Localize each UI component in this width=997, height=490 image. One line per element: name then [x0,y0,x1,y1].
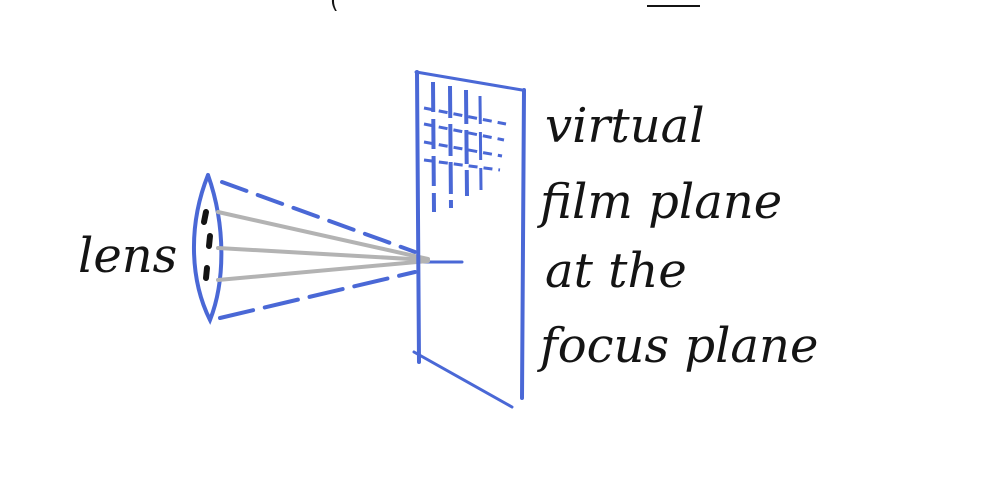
ray [216,210,430,261]
film-grid-vertical [431,81,436,213]
lens-aperture-dot [203,265,210,281]
film-plane [412,70,526,409]
film-caption-line: film plane [537,174,782,230]
cone-bottom-edge [218,270,417,320]
film-grid-horizontal [423,122,505,142]
film-grid-vertical [478,95,483,191]
film-caption-line: focus plane [537,318,818,374]
lens-label: lens [78,228,177,284]
film-grid-vertical [448,85,453,209]
ray [216,246,430,262]
film-plane-left-edge [415,70,421,364]
top-cut-text: ( [330,0,339,14]
ray [216,259,430,282]
film-plane-caption: virtual film plane at the focus plane [537,98,818,374]
lens-aperture-dot [201,209,209,225]
film-plane-bottom-edge [412,350,514,409]
film-plane-top-edge [414,70,524,92]
lens [191,173,224,325]
film-plane-right-edge [520,88,526,400]
film-grid-horizontal [423,140,503,158]
film-caption-line: virtual [545,98,705,154]
film-grid-vertical [464,89,469,197]
cone-top-edge [220,180,417,254]
lens-aperture-dot [206,233,213,249]
film-grid-horizontal [423,158,501,172]
lens-outline [191,173,224,325]
film-caption-line: at the [545,243,687,299]
rays [216,210,430,282]
